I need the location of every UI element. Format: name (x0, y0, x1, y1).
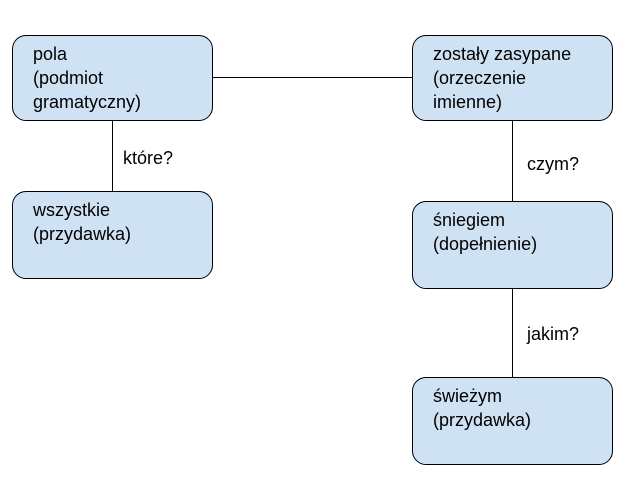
connector-zostaly-sniegiem (512, 121, 513, 201)
node-pola-subject: pola (podmiot gramatyczny) (12, 35, 213, 121)
edge-label-czym: czym? (527, 154, 580, 174)
connector-pola-zostaly (213, 77, 412, 78)
node-wszystkie-attribute: wszystkie (przydawka) (12, 191, 213, 279)
connector-pola-wszystkie (112, 121, 113, 191)
node-swiezym-attribute: świeżym (przydawka) (412, 377, 613, 465)
node-zostaly-zasypane-predicate: zostały zasypane (orzeczenie imienne) (412, 35, 613, 121)
connector-sniegiem-swiezym (512, 289, 513, 377)
edge-label-jakim: jakim? (527, 324, 580, 344)
edge-label-ktore: które? (123, 148, 174, 168)
node-sniegiem-object: śniegiem (dopełnienie) (412, 201, 613, 289)
